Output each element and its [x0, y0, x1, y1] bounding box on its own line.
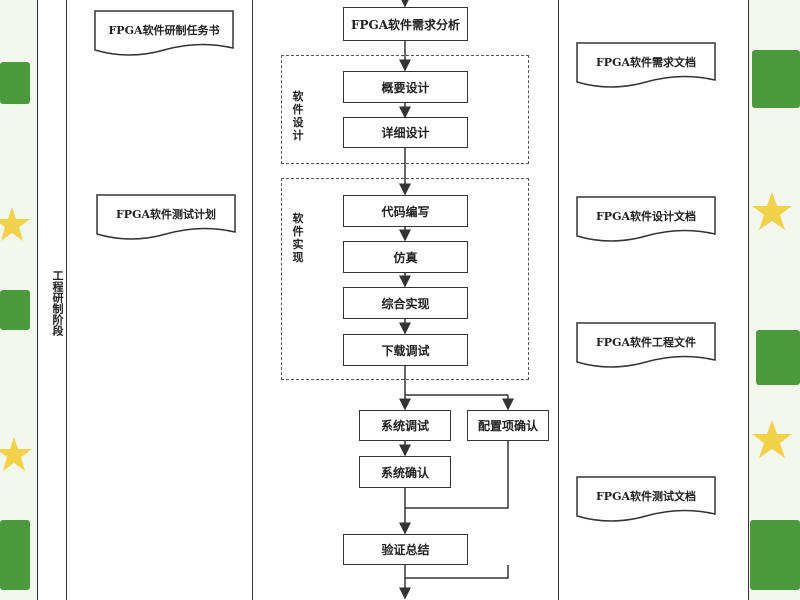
design-group [281, 55, 529, 164]
star-decoration [0, 207, 30, 241]
star-decoration [752, 192, 792, 230]
step-requirements-analysis: FPGA软件需求分析 [343, 7, 468, 41]
step-detailed-design: 详细设计 [343, 117, 468, 148]
star-decoration [752, 420, 792, 458]
doc-label: FPGA软件工程文件 [595, 336, 696, 349]
design-group-label: 软件设计 [292, 90, 304, 142]
gift-decoration [756, 330, 800, 385]
impl-group-label: 软件实现 [292, 212, 304, 264]
doc-project-files: FPGA软件工程文件 [576, 322, 716, 370]
doc-label: FPGA软件测试计划 [115, 208, 216, 221]
gift-decoration [0, 290, 30, 330]
step-download-debug: 下载调试 [343, 334, 468, 366]
step-simulation: 仿真 [343, 241, 468, 273]
step-system-debug: 系统调试 [359, 410, 451, 441]
step-coding: 代码编写 [343, 195, 468, 227]
impl-group [281, 178, 529, 380]
step-verification-summary: 验证总结 [343, 534, 468, 565]
gift-decoration [0, 520, 30, 590]
doc-label: FPGA软件测试文档 [595, 490, 696, 503]
gift-decoration [0, 62, 30, 104]
step-system-confirm: 系统确认 [359, 456, 451, 488]
gift-decoration [750, 520, 800, 590]
phase-label: 工程研制阶段 [51, 270, 64, 336]
lane-divider [558, 0, 559, 600]
lane-divider [252, 0, 253, 600]
doc-test-plan: FPGA软件测试计划 [96, 194, 236, 242]
gift-decoration [752, 50, 800, 108]
doc-requirements: FPGA软件需求文档 [576, 42, 716, 90]
doc-task-book: FPGA软件研制任务书 [94, 10, 234, 58]
doc-label: FPGA软件设计文档 [595, 210, 696, 223]
step-synthesis: 综合实现 [343, 287, 468, 319]
doc-test-report: FPGA软件测试文档 [576, 476, 716, 524]
doc-label: FPGA软件研制任务书 [108, 24, 220, 37]
step-outline-design: 概要设计 [343, 71, 468, 103]
step-config-confirm: 配置项确认 [467, 410, 549, 441]
doc-design: FPGA软件设计文档 [576, 196, 716, 244]
lane-divider [66, 0, 67, 600]
star-decoration [0, 437, 32, 471]
doc-label: FPGA软件需求文档 [595, 56, 696, 69]
